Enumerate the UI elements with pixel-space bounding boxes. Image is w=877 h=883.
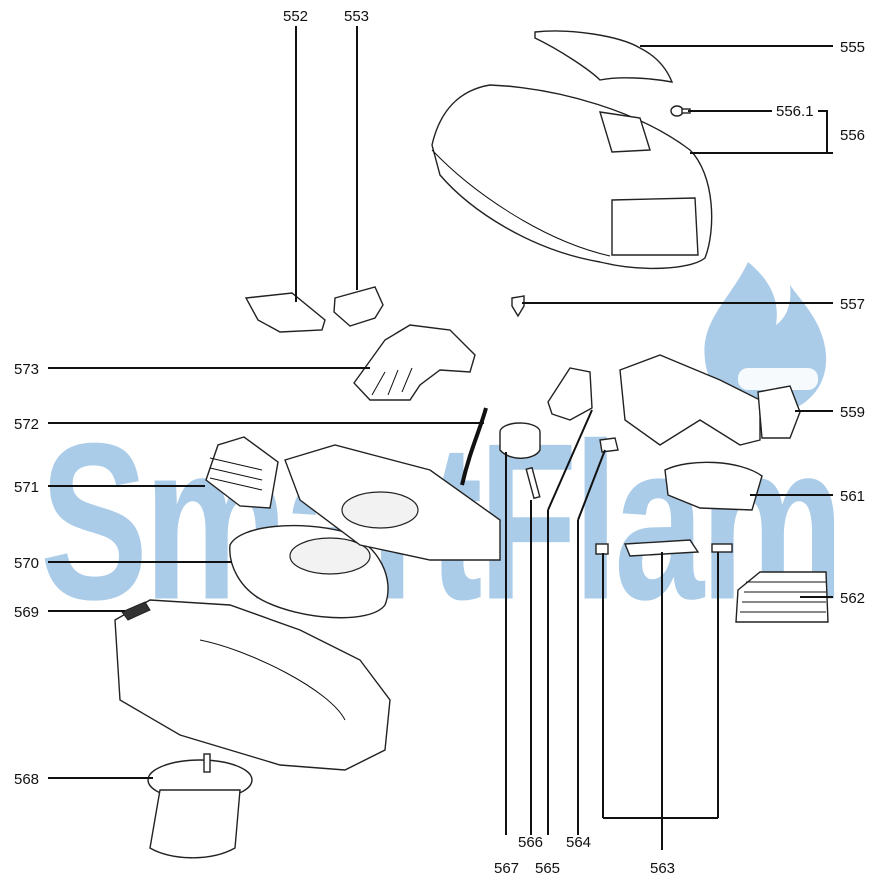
- part-569-base-tray: [114, 599, 391, 771]
- part-555-top-lid: [534, 30, 674, 83]
- callout-556: 556: [840, 127, 865, 144]
- part-556-cover-shroud: [431, 84, 713, 270]
- callout-569: 569: [14, 604, 39, 621]
- callout-571: 571: [14, 479, 39, 496]
- callout-570: 570: [14, 555, 39, 572]
- callout-566: 566: [518, 834, 543, 851]
- callout-567: 567: [494, 860, 519, 877]
- callout-561: 561: [840, 488, 865, 505]
- part-566-pin: [525, 466, 541, 500]
- part-565-sensor: [547, 367, 593, 421]
- part-570-housing: [229, 444, 501, 619]
- part-572-tube: [460, 407, 488, 486]
- leader-lines: [48, 26, 833, 850]
- part-563-bracket-set: [595, 539, 733, 557]
- part-559-control: [619, 354, 801, 446]
- callout-559: 559: [840, 404, 865, 421]
- part-567-valve: [499, 422, 541, 459]
- callout-572: 572: [14, 416, 39, 433]
- callout-552: 552: [283, 8, 308, 25]
- part-571-blower: [205, 436, 279, 509]
- callout-labels: 552 553 555 556.1 556 557 559 561 562 57…: [14, 8, 865, 877]
- callout-555: 555: [840, 39, 865, 56]
- watermark: SmartFlam SmartFlam: [40, 262, 846, 646]
- part-556-1-screw: [670, 105, 691, 117]
- part-568-motor: [147, 753, 253, 859]
- callout-568: 568: [14, 771, 39, 788]
- part-553-switch: [333, 286, 384, 327]
- part-557-fastener: [511, 295, 525, 318]
- callout-556-1: 556.1: [776, 103, 814, 120]
- part-552-bracket: [244, 292, 326, 333]
- callout-565: 565: [535, 860, 560, 877]
- part-564-clip: [599, 437, 619, 453]
- callout-557: 557: [840, 296, 865, 313]
- callout-563: 563: [650, 860, 675, 877]
- part-561-deflector: [664, 461, 763, 511]
- flame-logo-icon: [704, 262, 827, 414]
- callout-573: 573: [14, 361, 39, 378]
- callout-553: 553: [344, 8, 369, 25]
- part-573-air-guide: [353, 324, 476, 401]
- callout-564: 564: [566, 834, 591, 851]
- callout-562: 562: [840, 590, 865, 607]
